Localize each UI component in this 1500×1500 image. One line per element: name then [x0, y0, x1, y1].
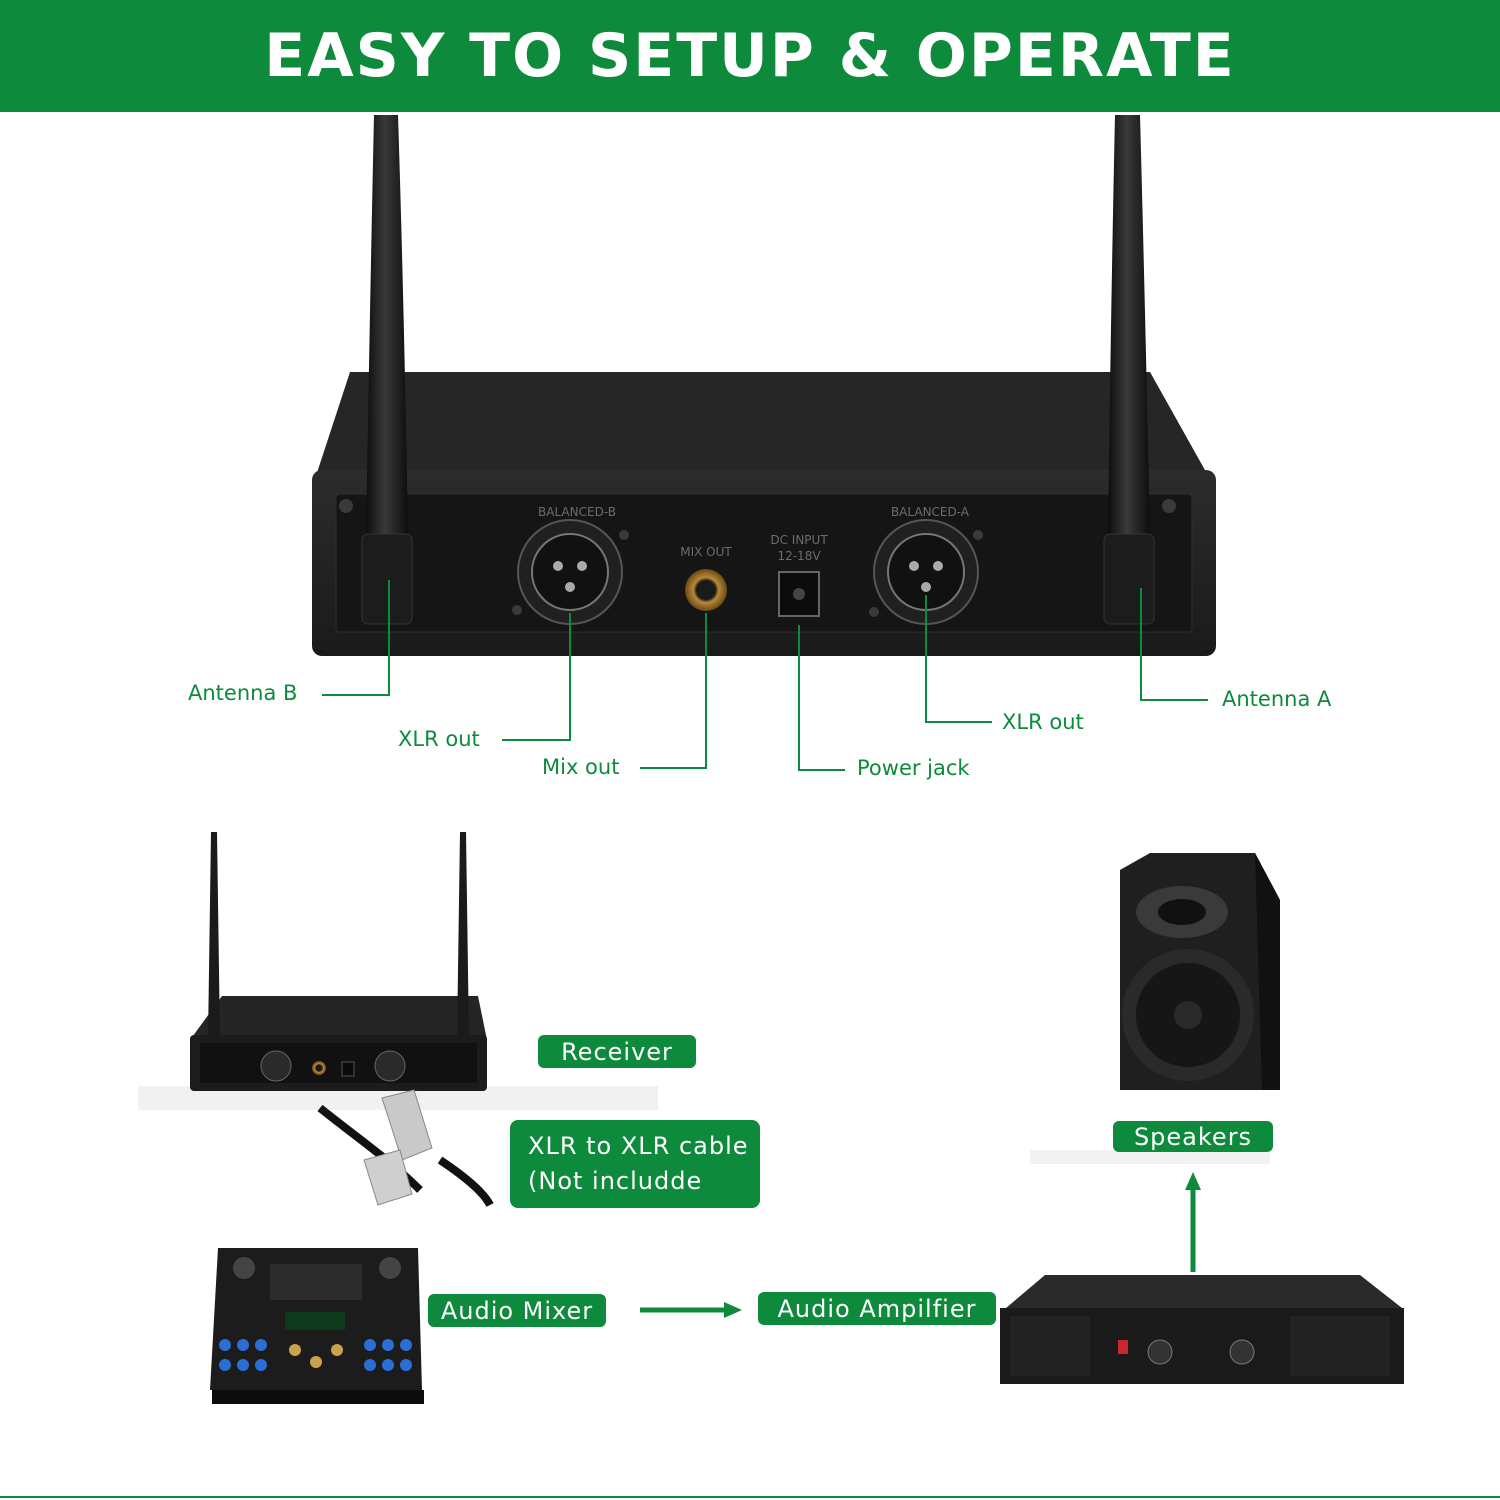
pill-audio-mixer: Audio Mixer — [428, 1294, 606, 1327]
panel-label-mix-out: MIX OUT — [680, 545, 732, 559]
panel-label-dc-voltage: 12-18V — [777, 549, 821, 563]
panel-label-balanced-b: BALANCED-B — [538, 505, 616, 519]
arrow-up-icon — [1185, 1172, 1201, 1190]
callout-xlr-out-right: XLR out — [1002, 710, 1084, 734]
pill-xlr-cable: XLR to XLR cable (Not includde — [510, 1120, 760, 1208]
antenna-b-icon — [366, 115, 408, 538]
pill-xlr-cable-line1: XLR to XLR cable — [528, 1132, 749, 1160]
speaker-image — [1030, 853, 1280, 1164]
bottom-divider — [0, 1496, 1500, 1498]
callout-antenna-a: Antenna A — [1222, 687, 1332, 711]
arrow-right-icon — [724, 1302, 742, 1318]
receiver-small-image — [138, 832, 658, 1110]
mix-out-jack-icon — [685, 569, 727, 611]
callout-power-jack: Power jack — [857, 756, 970, 780]
callout-mix-out: Mix out — [542, 755, 620, 779]
receiver-top-surface — [312, 372, 1215, 488]
audio-mixer-image — [210, 1248, 424, 1404]
screw-icon — [1162, 499, 1176, 513]
panel-label-balanced-a: BALANCED-A — [891, 505, 970, 519]
screw-icon — [339, 499, 353, 513]
page-title: EASY TO SETUP & OPERATE — [264, 21, 1236, 91]
receiver-main-image: BALANCED-B MIX OUT DC INPUT 12-18V BALAN… — [312, 115, 1216, 656]
pill-audio-amplifier: Audio Ampilfier — [758, 1292, 996, 1325]
pill-receiver: Receiver — [538, 1035, 696, 1068]
callout-xlr-out-left: XLR out — [398, 727, 480, 751]
xlr-cable-image — [317, 1089, 494, 1207]
callout-antenna-b: Antenna B — [188, 681, 298, 705]
receiver-back-panel — [335, 493, 1193, 633]
header-banner: EASY TO SETUP & OPERATE — [0, 0, 1500, 112]
audio-amplifier-image — [1000, 1275, 1404, 1384]
pill-xlr-cable-line2: (Not includde — [528, 1167, 703, 1195]
antenna-a-icon — [1108, 115, 1150, 538]
flow-arrows — [640, 1172, 1201, 1318]
pill-speakers: Speakers — [1113, 1121, 1273, 1152]
callout-lines — [322, 580, 1208, 771]
panel-label-dc-input: DC INPUT — [770, 533, 828, 547]
